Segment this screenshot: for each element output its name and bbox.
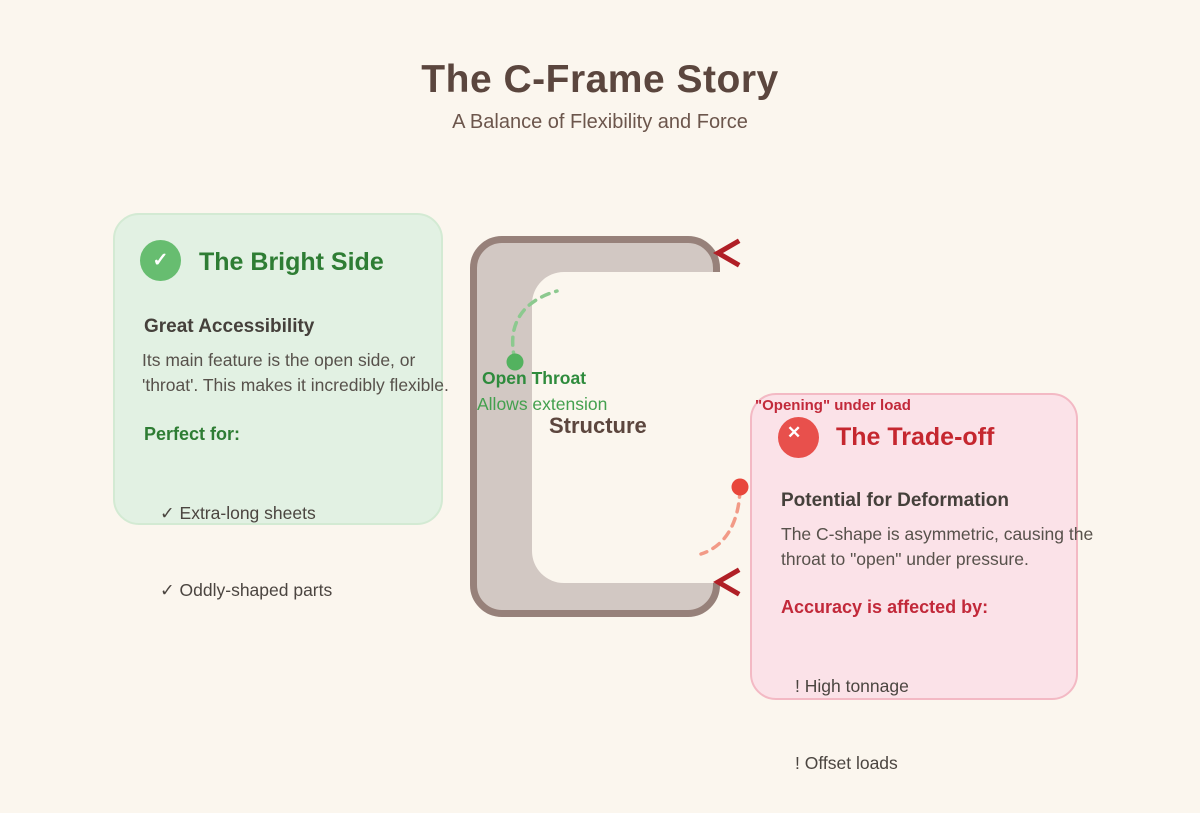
list-item: ! Offset loads <box>795 752 898 773</box>
trade-off-card: "Opening" under load ✕ The Trade-off Pot… <box>750 393 1093 773</box>
trade-off-heading: Potential for Deformation <box>781 490 1010 511</box>
list-item: ! High tonnage <box>795 676 909 696</box>
trade-off-list-title: Accuracy is affected by: <box>781 597 989 617</box>
opening-under-load-label: "Opening" under load <box>755 397 911 414</box>
trade-off-list: ! High tonnage ! Offset loads <box>795 623 909 813</box>
cross-glyph: ✕ <box>787 423 802 442</box>
open-throat-label: Open Throat <box>482 368 587 388</box>
trade-off-body: The C-shape is asymmetric, causing the t… <box>781 524 1094 569</box>
check-icon: ✓ <box>140 240 181 281</box>
trade-off-title: The Trade-off <box>836 423 995 451</box>
allows-extension-label: Allows extension <box>477 394 608 414</box>
bright-side-card: ✓ The Bright Side Great Accessibility It… <box>113 213 449 600</box>
page-title: The C-Frame Story <box>421 58 779 101</box>
bright-side-list-title: Perfect for: <box>144 424 241 444</box>
cross-icon: ✕ <box>778 417 819 458</box>
check-glyph: ✓ <box>152 250 169 271</box>
bright-side-body: Its main feature is the open side, or 't… <box>142 350 449 395</box>
bright-side-heading: Great Accessibility <box>144 316 315 337</box>
page-subtitle: A Balance of Flexibility and Force <box>452 111 748 133</box>
list-item: ✓ Extra-long sheets <box>160 503 316 523</box>
structure-label: Structure <box>549 413 647 438</box>
load-arrow-top-icon <box>713 238 741 268</box>
bright-side-title: The Bright Side <box>199 248 384 276</box>
bright-side-list: ✓ Extra-long sheets ✓ Oddly-shaped parts <box>160 450 332 654</box>
list-item: ✓ Oddly-shaped parts <box>160 579 333 600</box>
